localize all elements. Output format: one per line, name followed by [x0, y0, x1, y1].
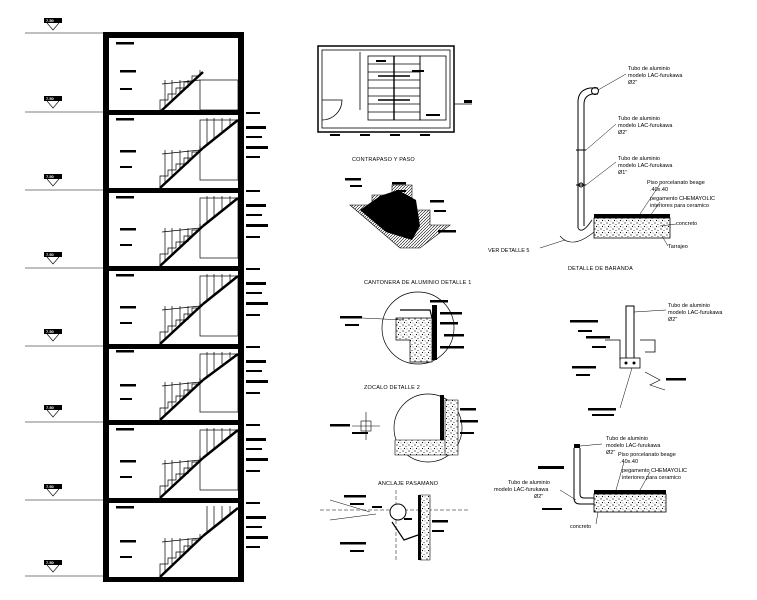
stair-plan — [317, 45, 472, 136]
baranda-ver-detalle: VER DETALLE 5 — [488, 248, 529, 254]
detail-anclaje: ANCLAJE PASAMANO — [320, 481, 470, 561]
stair-flights — [159, 70, 239, 578]
flight — [159, 352, 239, 421]
flight — [159, 428, 239, 499]
baranda-tubo-low-line3: Ø1" — [618, 170, 627, 176]
base-tubo-right-line1: Tubo de aluminio — [606, 436, 648, 442]
section-walls — [103, 32, 244, 582]
detail-cantonera: CANTONERA DE ALUMINIO DETALLE 1 — [340, 280, 471, 365]
level-value: 7.50 — [46, 484, 55, 489]
level-lines — [25, 32, 105, 577]
flight — [159, 70, 239, 113]
post-anchor-tags — [570, 320, 686, 416]
level-value: 7.50 — [46, 174, 55, 179]
baranda-tubo-low-line2: modelo LAC-furukawa — [618, 163, 673, 169]
level-markers: 7.50 7.50 7.50 7.50 7.50 7.50 7.50 7.50 — [44, 18, 62, 573]
title-anclaje: ANCLAJE PASAMANO — [378, 481, 439, 487]
level-value: 7.50 — [46, 252, 55, 257]
level-marker: 7.50 — [44, 18, 62, 31]
baranda-tubo-mid-line2: modelo LAC-furukawa — [618, 123, 673, 129]
base-piso-line1: Piso porcelanato beage — [618, 452, 676, 458]
baranda-tubo-low-line1: Tubo de aluminio — [618, 156, 660, 162]
post-tubo-line1: Tubo de aluminio — [668, 303, 710, 309]
level-value: 7.50 — [46, 18, 55, 23]
post-tubo-line2: modelo LAC-furukawa — [668, 310, 723, 316]
detail-baranda: Tubo de aluminio modelo LAC-furukawa Ø2"… — [488, 66, 715, 272]
level-marker: 7.50 — [44, 96, 62, 109]
baranda-tubo-top-line3: Ø2" — [628, 80, 637, 86]
baranda-tubo-mid-line1: Tubo de aluminio — [618, 116, 660, 122]
baranda-tubo-mid-line3: Ø2" — [618, 130, 627, 136]
title-cantonera: CANTONERA DE ALUMINIO DETALLE 1 — [364, 280, 471, 286]
post-tubo-line3: Ø2" — [668, 317, 677, 323]
baranda-piso-line1: Piso porcelanato beage — [647, 180, 705, 186]
detail-contrapaso: CONTRAPASO Y PASO — [345, 157, 456, 249]
baranda-concreto: concreto — [676, 221, 697, 227]
base-tubo-left-line2: modelo LAC-furukawa — [494, 487, 549, 493]
baranda-tubo-top-line2: modelo LAC-furukawa — [628, 73, 683, 79]
detail-zocalo: ZOCALO DETALLE 2 — [330, 385, 478, 463]
baranda-piso-line2: .40x.40 — [650, 187, 668, 193]
zocalo-crosshair — [352, 412, 380, 440]
flight — [159, 118, 239, 189]
detail-post-anchor: Tubo de aluminio modelo LAC-furukawa Ø2" — [570, 303, 723, 416]
section-tags-right — [246, 112, 268, 548]
baranda-tarrajeo: Tarrajeo — [668, 244, 688, 250]
title-contrapaso: CONTRAPASO Y PASO — [352, 157, 415, 163]
base-concreto: concreto — [570, 524, 591, 530]
flight — [159, 196, 239, 267]
baranda-pegamento-line1: pegamento CHEMAYOLIC — [650, 196, 715, 202]
level-marker: 7.50 — [44, 329, 62, 342]
flight — [159, 506, 239, 578]
base-tubo-left-line3: Ø2" — [534, 494, 543, 500]
base-pegamento-line2: interiores para ceramico — [622, 475, 681, 481]
title-baranda: DETALLE DE BARANDA — [568, 266, 633, 272]
base-piso-line2: .40x.40 — [620, 459, 638, 465]
level-value: 7.50 — [46, 329, 55, 334]
baranda-pegamento-line2: interiores para ceramico — [650, 203, 709, 209]
base-pegamento-line1: pegamento CHEMAYOLIC — [622, 468, 687, 474]
flight — [159, 274, 239, 345]
level-value: 7.50 — [46, 96, 55, 101]
baranda-leaders — [539, 73, 677, 249]
base-tubo-right-line3: Ø2" — [606, 450, 615, 456]
detail-base: Tubo de aluminio modelo LAC-furukawa Ø2"… — [494, 436, 687, 530]
base-tubo-right-line2: modelo LAC-furukawa — [606, 443, 661, 449]
stair-section: 7.50 7.50 7.50 7.50 7.50 7.50 7.50 7.50 — [25, 18, 268, 582]
level-marker: 7.50 — [44, 560, 62, 573]
level-marker: 7.50 — [44, 405, 62, 418]
level-marker: 7.50 — [44, 174, 62, 187]
level-marker: 7.50 — [44, 484, 62, 497]
base-tubo-left-line1: Tubo de aluminio — [508, 480, 550, 486]
baranda-tubo-top-line1: Tubo de aluminio — [628, 66, 670, 72]
title-zocalo: ZOCALO DETALLE 2 — [364, 385, 420, 391]
level-marker: 7.50 — [44, 252, 62, 265]
section-tags-left — [116, 42, 136, 558]
baranda-rail — [576, 87, 599, 228]
level-value: 7.50 — [46, 405, 55, 410]
level-value: 7.50 — [46, 560, 55, 565]
plan-treads — [367, 55, 421, 121]
